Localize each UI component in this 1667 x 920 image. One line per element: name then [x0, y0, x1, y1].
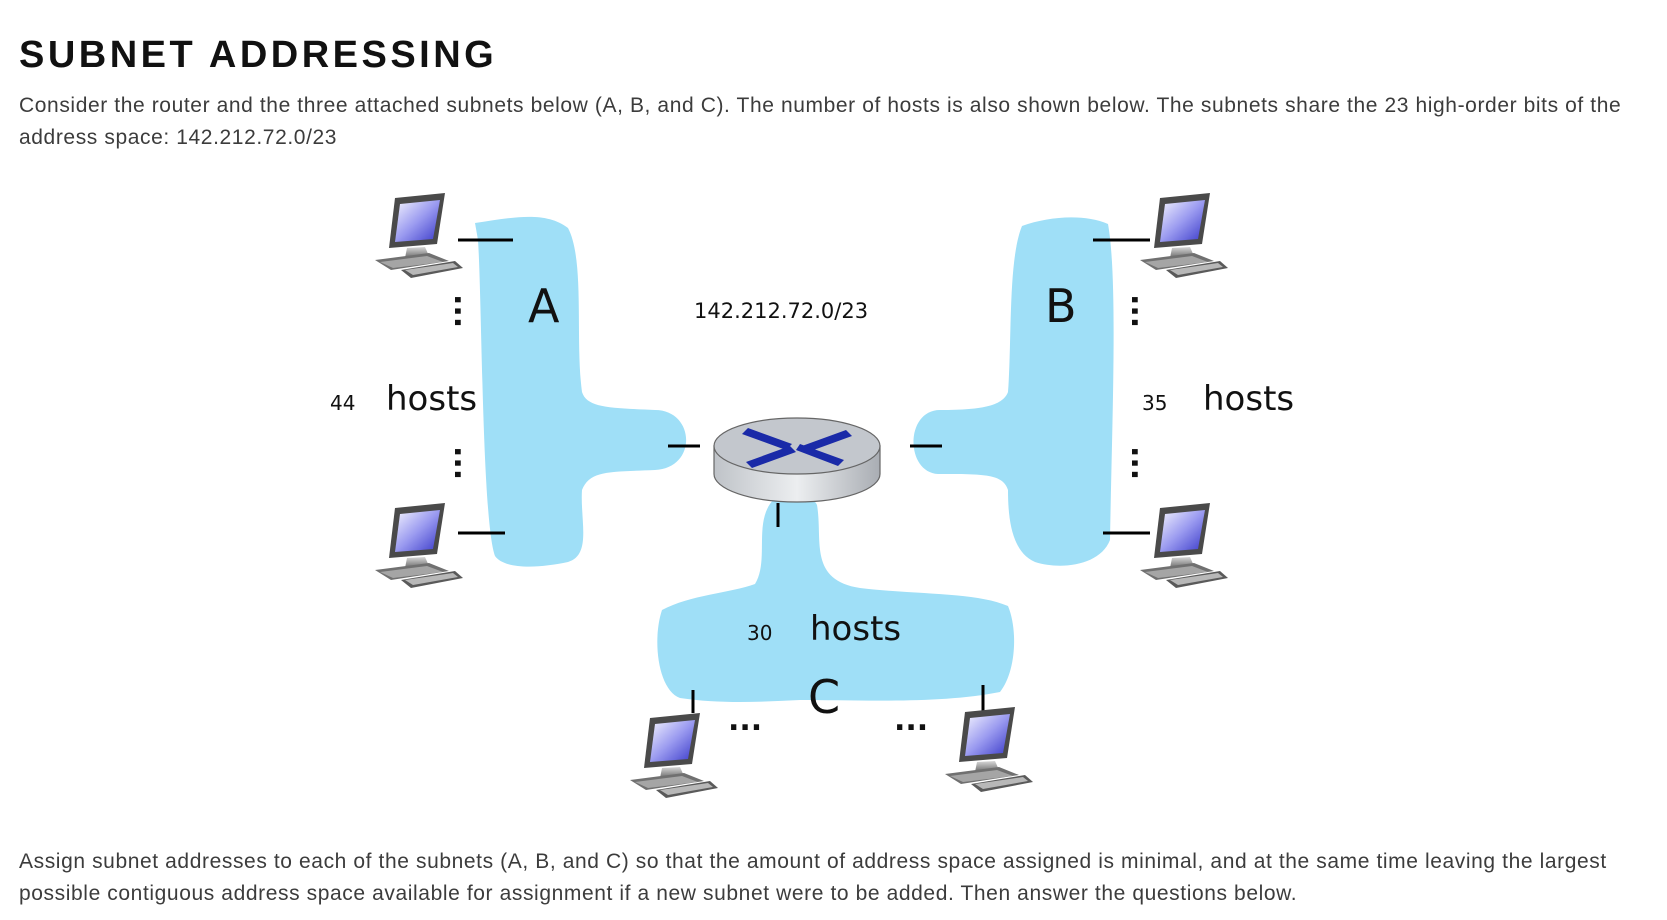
computer-icon — [1140, 193, 1228, 278]
subnet-c-hosts-word: hosts — [810, 609, 901, 649]
intro-paragraph: Consider the router and the three attach… — [19, 94, 1622, 149]
subnet-a-host-count: 44 — [330, 391, 355, 415]
subnet-c-letter: C — [808, 670, 840, 724]
subnet-c-ellipsis-left: ... — [728, 703, 762, 738]
subnet-b-host-count: 35 — [1142, 391, 1167, 415]
subnet-c-ellipsis-right: ... — [894, 703, 928, 738]
computer-icon — [945, 707, 1033, 792]
computer-icon — [1140, 503, 1228, 588]
subnet-b-letter: B — [1045, 279, 1077, 333]
instructions-paragraph: Assign subnet addresses to each of the s… — [19, 850, 1607, 905]
computer-icon — [375, 193, 463, 278]
subnet-a-letter: A — [528, 279, 560, 333]
subnet-b-ellipsis-top: ... — [1124, 294, 1159, 328]
subnet-b-ellipsis-bottom: ... — [1124, 446, 1159, 480]
page-title: SUBNET ADDRESSING — [19, 34, 498, 76]
subnet-b-hosts-word: hosts — [1203, 379, 1294, 419]
address-block-label: 142.212.72.0/23 — [694, 299, 868, 323]
computer-icon — [375, 503, 463, 588]
subnet-c-region — [657, 494, 1015, 702]
subnet-a-hosts-word: hosts — [386, 379, 477, 419]
router-icon — [713, 417, 881, 503]
computer-icon — [630, 713, 718, 798]
subnet-c-host-count: 30 — [747, 621, 772, 645]
subnet-a-ellipsis-bottom: ... — [447, 446, 482, 480]
subnet-a-region — [475, 216, 687, 567]
subnet-b-region — [913, 217, 1114, 566]
subnet-a-ellipsis-top: ... — [447, 294, 482, 328]
